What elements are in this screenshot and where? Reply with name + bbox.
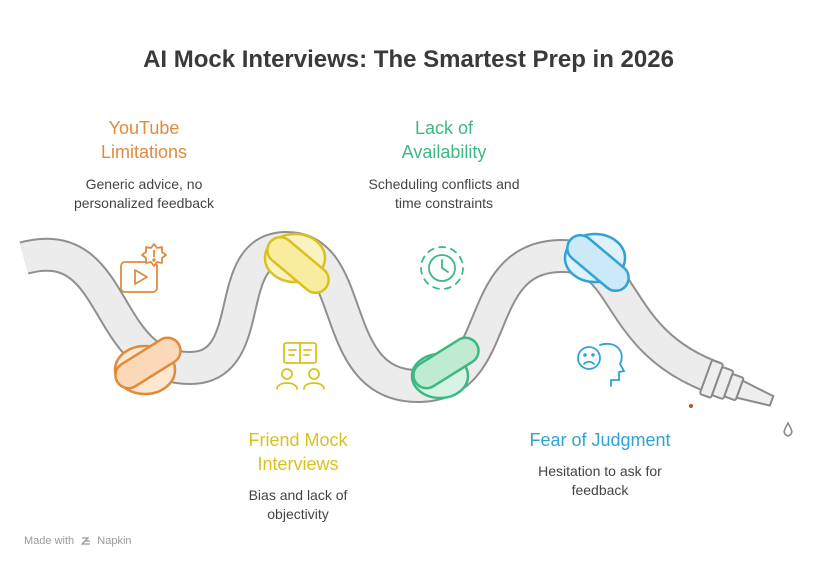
item-heading-youtube: YouTube Limitations [100, 118, 188, 162]
item-heading-availability: Lack of Availability [401, 118, 487, 162]
water-drop [783, 421, 793, 437]
page-title: AI Mock Interviews: The Smartest Prep in… [143, 46, 674, 73]
worried-face-icon [577, 342, 626, 387]
video-alert-icon [120, 243, 167, 293]
red-dot [689, 404, 693, 408]
people-discussion-icon [276, 342, 325, 390]
clock-icon [420, 246, 464, 290]
item-desc-judgment: Hesitation to ask for feedback [538, 463, 662, 498]
knot-friend [263, 232, 330, 295]
hose-nozzle [699, 359, 775, 407]
knot-availability [410, 336, 480, 400]
napkin-logo-icon [81, 537, 91, 545]
footer-attribution: Made with Napkin [24, 535, 132, 547]
napkin-brand-text: Napkin [97, 535, 132, 547]
item-desc-friend: Bias and lack of objectivity [248, 487, 348, 522]
knot-youtube [113, 336, 182, 396]
made-with-text: Made with [24, 535, 75, 547]
item-heading-judgment: Fear of Judgment [529, 430, 671, 450]
item-desc-availability: Scheduling conflicts and time constraint… [368, 176, 520, 211]
item-desc-youtube: Generic advice, no personalized feedback [73, 176, 215, 211]
knot-judgment [563, 232, 630, 293]
item-heading-friend: Friend Mock Interviews [248, 430, 348, 474]
